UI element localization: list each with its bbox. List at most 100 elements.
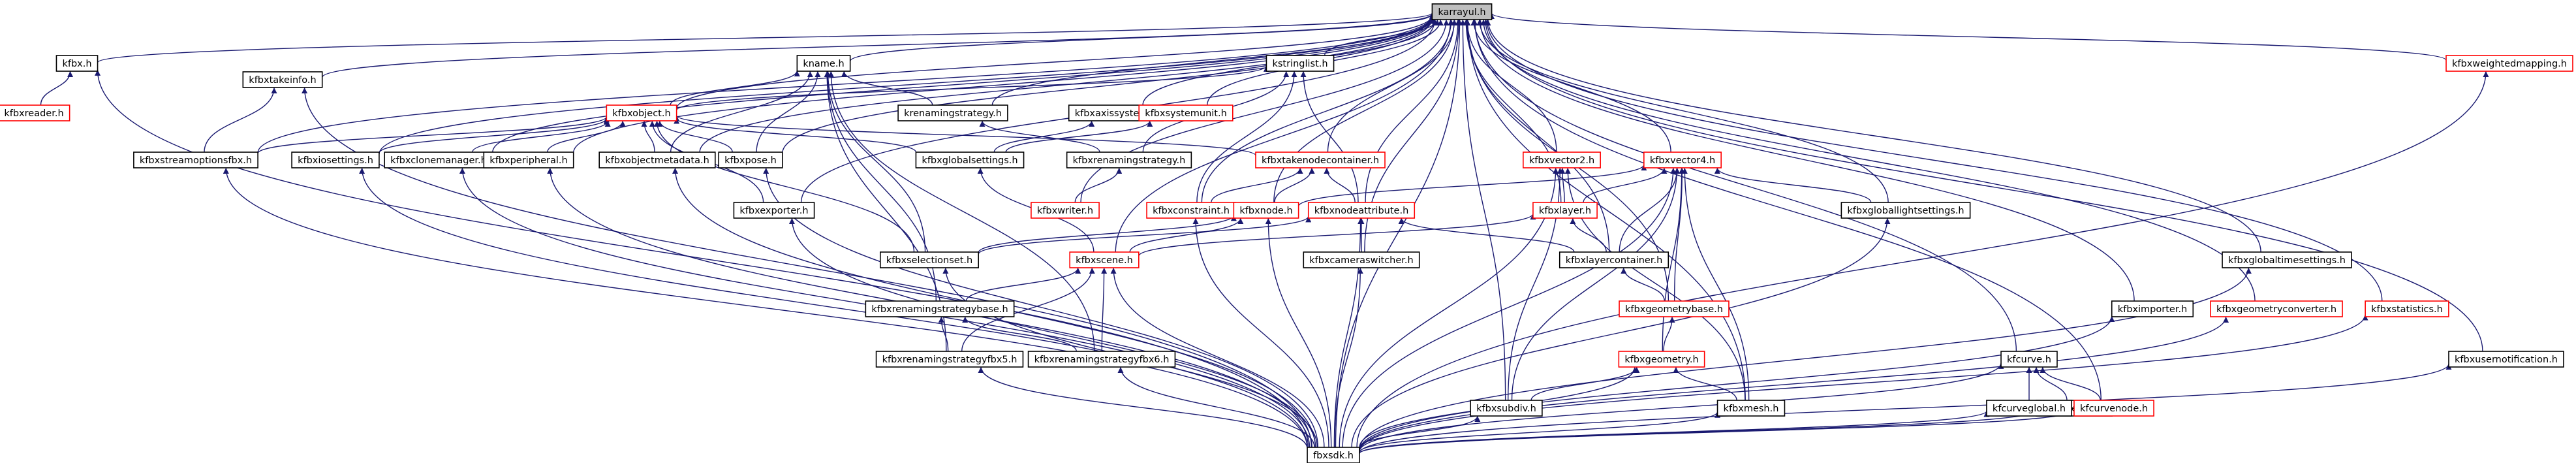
node-usernotif[interactable]: kfbxusernotification.h [2448, 351, 2564, 368]
edge-vector4-to-root [1470, 19, 1671, 153]
edge-scene-to-layer [1138, 213, 1536, 257]
node-box-rsfbx6 [1027, 351, 1176, 368]
node-node[interactable]: kfbxnode.h [1233, 202, 1299, 219]
node-camswitch[interactable]: kfbxcameraswitcher.h [1303, 251, 1420, 268]
node-label-peripheral: kfbxperipheral.h [489, 155, 567, 166]
node-box-fcurvenode [2073, 400, 2154, 417]
node-box-objmeta [598, 152, 716, 168]
node-label-fcurvenode: kfcurvenode.h [2080, 404, 2148, 414]
node-weighted[interactable]: kfbxweightedmapping.h [2445, 55, 2573, 72]
edge-streamopts-to-object [257, 116, 610, 154]
edge-geombase-to-layercont [1621, 267, 1665, 302]
edge-fcurve-to-root [1472, 19, 2017, 352]
node-label-streamopts: kfbxstreamoptionsfbx.h [140, 155, 252, 166]
edge-subdiv-to-vector4 [1511, 167, 1680, 401]
edge-geometry-to-vector4 [1662, 167, 1685, 352]
edge-rsfbx5-to-kname [824, 71, 947, 352]
node-label-objmeta: kfbxobjectmetadata.h [605, 155, 709, 166]
node-globalsettings[interactable]: kfbxglobalsettings.h [915, 152, 1025, 168]
node-subdiv[interactable]: kfbxsubdiv.h [1470, 400, 1543, 417]
node-takeinfo[interactable]: kfbxtakeinfo.h [242, 71, 323, 88]
edge-globalsettings-to-axissystem [993, 120, 1095, 153]
node-object[interactable]: kfbxobject.h [606, 104, 677, 121]
node-rsfbx5[interactable]: kfbxrenamingstrategyfbx5.h [875, 351, 1024, 368]
node-kname[interactable]: kname.h [796, 55, 851, 72]
node-box-takenode [1255, 152, 1386, 168]
node-writer[interactable]: kfbxwriter.h [1031, 202, 1100, 219]
edge-object-to-kstringlist [675, 65, 1269, 111]
node-box-pose [718, 152, 783, 168]
edge-selset-to-nodeattr [978, 216, 1312, 255]
node-geometry[interactable]: kfbxgeometry.h [1618, 351, 1705, 368]
edge-vector2-to-root [1464, 19, 1557, 153]
edge-sdk-to-geomconv [1359, 316, 2229, 451]
node-label-nodeattr: kfbxnodeattribute.h [1314, 206, 1409, 216]
node-streamopts[interactable]: kfbxstreamoptionsfbx.h [133, 152, 258, 168]
node-fcurve[interactable]: kfcurve.h [2000, 351, 2058, 368]
node-vector4[interactable]: kfbxvector4.h [1643, 152, 1722, 168]
node-geomconv[interactable]: kfbxgeometryconverter.h [2210, 300, 2343, 317]
node-scene[interactable]: kfbxscene.h [1069, 251, 1140, 268]
node-fbx[interactable]: kfbx.h [55, 55, 99, 72]
header-file-nodes: karrayul.h kfbx.h kfbxreader.h kfbxweighted… [0, 3, 2573, 463]
node-root[interactable]: karrayul.h [1431, 3, 1493, 20]
edge-sdk-to-node [1265, 217, 1332, 448]
node-layer[interactable]: kfbxlayer.h [1532, 202, 1598, 219]
node-kstringlist[interactable]: kstringlist.h [1265, 55, 1335, 72]
node-mesh[interactable]: kfbxmesh.h [1716, 400, 1786, 417]
node-peripheral[interactable]: kfbxperipheral.h [483, 152, 574, 168]
node-label-root: karrayul.h [1438, 7, 1485, 18]
node-exporter[interactable]: kfbxexporter.h [733, 202, 815, 219]
node-fcurvenode[interactable]: kfcurvenode.h [2073, 400, 2154, 417]
node-vector2[interactable]: kfbxvector2.h [1523, 152, 1601, 168]
edge-nodeattr-to-kstringlist [1300, 71, 1359, 203]
node-box-node [1233, 202, 1299, 219]
node-nodeattr[interactable]: kfbxnodeattribute.h [1307, 202, 1416, 219]
node-box-vector2 [1523, 152, 1601, 168]
node-takenode[interactable]: kfbxtakenodecontainer.h [1255, 152, 1386, 168]
node-rsbase[interactable]: kfbxrenamingstrategybase.h [865, 300, 1015, 317]
edge-sdk-to-constraint [1192, 217, 1329, 448]
node-iosettings[interactable]: kfbxiosettings.h [291, 152, 380, 168]
node-label-kname: kname.h [803, 59, 844, 69]
edge-rsbase-to-scene [965, 267, 1081, 302]
node-box-object [606, 104, 677, 121]
node-fcurveglobal[interactable]: kfcurveglobal.h [1986, 400, 2072, 417]
node-label-krenaming: krenamingstrategy.h [904, 108, 1002, 119]
node-box-streamopts [133, 152, 258, 168]
edge-sdk-to-globaltime [1359, 267, 2252, 450]
edge-fbx-to-root [97, 12, 1435, 63]
node-pose[interactable]: kfbxpose.h [718, 152, 783, 168]
edge-selset-to-node [978, 215, 1237, 253]
edge-peripheral-to-object [547, 120, 626, 153]
node-globaltime[interactable]: kfbxglobaltimesettings.h [2222, 251, 2352, 268]
node-statistics[interactable]: kfbxstatistics.h [2365, 300, 2449, 317]
node-box-selset [879, 251, 980, 268]
node-sdk[interactable]: fbxsdk.h [1307, 447, 1360, 463]
node-rsfbx6[interactable]: kfbxrenamingstrategyfbx6.h [1027, 351, 1176, 368]
node-systemunit[interactable]: kfbxsystemunit.h [1138, 104, 1234, 121]
node-krenaming[interactable]: krenamingstrategy.h [897, 104, 1008, 121]
node-label-importer: kfbximporter.h [2118, 304, 2188, 315]
node-globallight[interactable]: kfbxgloballightsettings.h [1840, 202, 1971, 219]
edge-node-to-root [1273, 19, 1457, 203]
node-label-pose: kfbxpose.h [724, 155, 777, 166]
edge-sdk-to-exporter [788, 217, 1316, 448]
node-selset[interactable]: kfbxselectionset.h [879, 251, 980, 268]
node-renamingstrat[interactable]: kfbxrenamingstrategy.h [1066, 152, 1192, 168]
node-box-statistics [2365, 300, 2449, 317]
node-reader[interactable]: kfbxreader.h [0, 104, 70, 121]
edge-globalsettings-to-systemunit [1005, 120, 1153, 153]
node-layercont[interactable]: kfbxlayercontainer.h [1559, 251, 1669, 268]
edge-takenode-to-root [1327, 19, 1458, 153]
node-label-scene: kfbxscene.h [1076, 255, 1133, 266]
node-box-globalsettings [915, 152, 1025, 168]
node-label-renamingstrat: kfbxrenamingstrategy.h [1073, 155, 1186, 166]
edge-objmeta-to-object [641, 120, 655, 153]
node-cloner[interactable]: kfbxclonemanager.h [384, 152, 493, 168]
node-objmeta[interactable]: kfbxobjectmetadata.h [598, 152, 716, 168]
node-constraint[interactable]: kfbxconstraint.h [1146, 202, 1236, 219]
node-importer[interactable]: kfbximporter.h [2111, 300, 2194, 317]
edge-rsfbx5-to-rsbase [938, 316, 949, 352]
node-geombase[interactable]: kfbxgeometrybase.h [1619, 300, 1730, 317]
